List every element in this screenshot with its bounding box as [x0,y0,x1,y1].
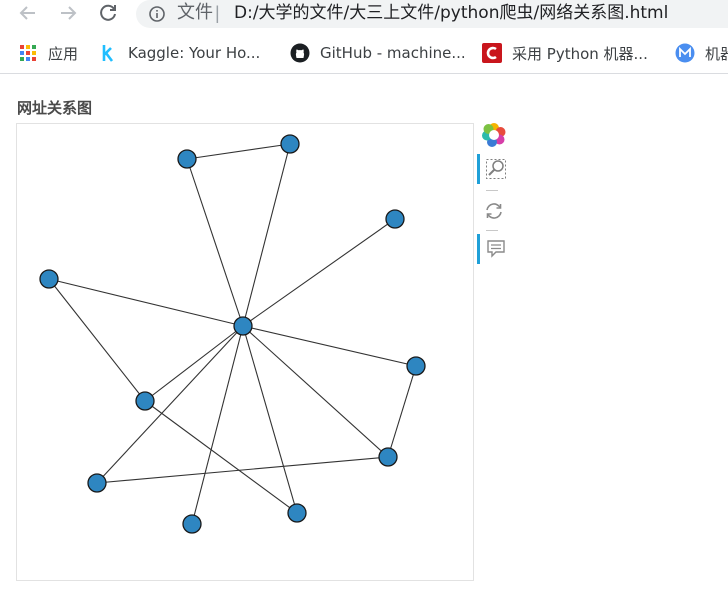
refresh-button[interactable] [477,196,511,226]
graph-node[interactable] [177,149,197,169]
apps-grid-icon [18,43,38,63]
back-arrow-icon [19,6,35,20]
reload-icon [100,4,116,21]
address-separator: | [215,3,220,23]
graph-edge [242,325,389,458]
toolbox-divider [486,230,498,231]
info-icon[interactable] [148,5,166,23]
graph-node[interactable] [39,269,59,289]
graph-node[interactable] [287,503,307,523]
reload-button[interactable] [94,0,122,26]
network-graph-canvas[interactable] [17,124,473,580]
address-bar[interactable]: 文件 | D:/大学的文件/大三上文件/python爬虫/网络关系图.html [136,0,728,28]
graph-node[interactable] [385,209,405,229]
bookmark-label: GitHub - machine... [320,44,466,62]
network-graph-chart[interactable] [16,123,474,581]
restore-color-icon [482,123,506,147]
data-view-button[interactable] [477,234,511,264]
graph-node[interactable] [406,356,426,376]
graph-node[interactable] [233,316,253,336]
node-layer [39,134,426,534]
edge-layer [48,143,417,525]
graph-node[interactable] [87,473,107,493]
bookmark-label: Kaggle: Your Ho... [128,44,261,62]
scheme-label: 文件 [177,2,213,23]
bookmark-label: 机器 [705,44,728,63]
bookmark-label: 应用 [48,44,79,63]
bookmarks-bar: 应用 Kaggle: Your Ho... GitHub - machine..… [0,34,728,74]
address-text[interactable]: D:/大学的文件/大三上文件/python爬虫/网络关系图.html [234,3,669,23]
graph-edge [242,325,298,514]
graph-edge [191,325,244,525]
forward-button[interactable] [54,0,82,26]
graph-node[interactable] [280,134,300,154]
chart-toolbox [474,120,514,270]
graph-edge [96,456,389,484]
graph-edge [96,325,244,484]
graph-edge [186,158,244,327]
graph-node[interactable] [182,514,202,534]
graph-edge [144,325,244,402]
bookmark-apps[interactable]: 应用 [18,42,78,64]
forward-arrow-icon [61,6,77,20]
graph-edge [242,325,417,367]
bookmark-github[interactable]: GitHub - machine... [290,42,466,64]
graph-edge [186,143,291,160]
graph-node[interactable] [135,391,155,411]
bookmark-label: 采用 Python 机器... [512,44,648,63]
toolbox-divider [486,190,498,191]
browser-toolbar: 文件 | D:/大学的文件/大三上文件/python爬虫/网络关系图.html [0,0,728,32]
graph-node[interactable] [378,447,398,467]
bookmark-m[interactable]: 机器 [675,42,728,64]
kaggle-icon [98,43,118,63]
github-icon [290,43,310,63]
graph-edge [242,143,291,327]
bookmark-csdn[interactable]: 采用 Python 机器... [482,42,648,64]
zoom-select-button[interactable] [477,154,511,184]
m-icon [675,43,695,63]
graph-edge [242,218,396,327]
restore-color-button[interactable] [477,120,511,150]
csdn-icon [482,43,502,63]
back-button[interactable] [14,0,42,26]
refresh-icon [486,203,502,219]
graph-edge [387,365,417,458]
graph-edge [48,278,244,327]
zoom-select-icon [485,159,506,179]
page-title: 网址关系图 [17,99,93,117]
data-view-icon [486,240,505,258]
bookmark-kaggle[interactable]: Kaggle: Your Ho... [98,42,260,64]
graph-edge [48,278,146,402]
graph-edge [144,400,298,514]
